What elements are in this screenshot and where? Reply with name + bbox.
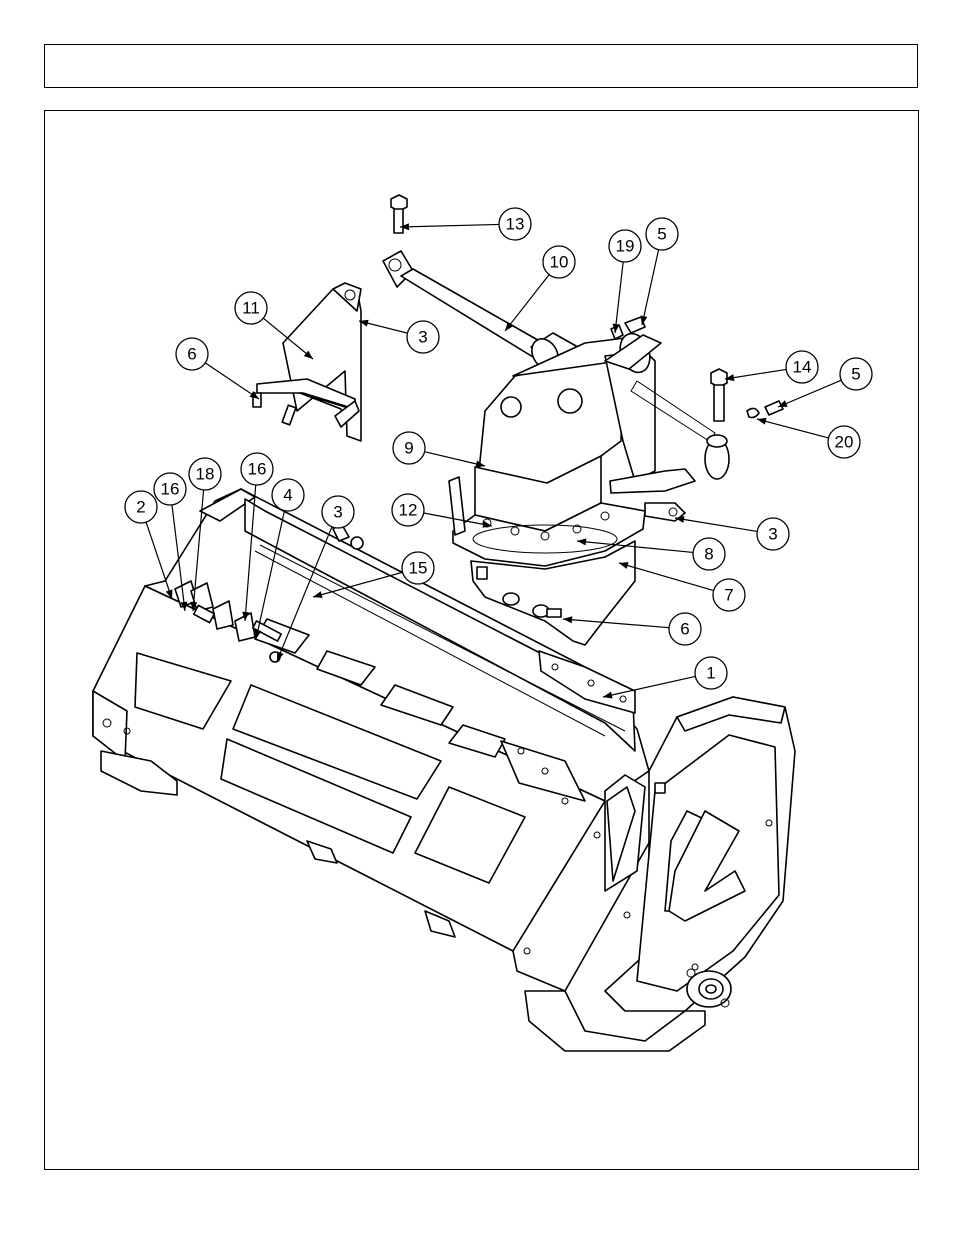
callout-c14: 14 <box>725 351 818 383</box>
callout-number: 11 <box>242 299 260 318</box>
callout-c13: 13 <box>400 208 531 240</box>
callout-c10: 10 <box>505 246 575 331</box>
leader-line <box>400 224 499 227</box>
callout-number: 18 <box>196 465 215 484</box>
callout-number: 19 <box>616 237 635 256</box>
leader-line <box>725 369 786 379</box>
callout-number: 3 <box>418 328 427 347</box>
callout-c9: 9 <box>393 432 485 467</box>
callout-number: 7 <box>724 586 733 605</box>
callout-number: 1 <box>706 664 715 683</box>
mower-deck <box>93 489 795 1051</box>
leader-line <box>675 518 757 531</box>
callout-c3a: 3 <box>359 320 439 353</box>
leader-line <box>425 452 485 466</box>
leader-line <box>778 380 841 407</box>
callout-number: 20 <box>835 433 854 452</box>
leader-line <box>757 419 829 438</box>
leader-arrowhead <box>757 418 767 425</box>
callout-c5a: 5 <box>641 218 678 325</box>
callout-number: 3 <box>768 525 777 544</box>
header-box <box>44 44 918 88</box>
callout-number: 6 <box>680 620 689 639</box>
leader-line <box>615 262 623 333</box>
callout-number: 2 <box>136 498 145 517</box>
callout-c6a: 6 <box>176 338 259 399</box>
leader-line <box>505 275 549 331</box>
callout-c20: 20 <box>757 418 860 458</box>
callout-c7: 7 <box>619 562 745 611</box>
exploded-parts-diagram: 13 19 5 10 11 3 6 14 5 20 9 18 16 16 2 4 3 12 3 15 8 7 6 1 <box>44 110 919 1170</box>
callout-number: 9 <box>404 439 413 458</box>
callout-number: 16 <box>248 460 267 479</box>
support-bracket <box>253 283 361 441</box>
callout-number: 10 <box>550 253 569 272</box>
callout-number: 16 <box>161 480 180 499</box>
callout-number: 5 <box>851 365 860 384</box>
gearbox-housing <box>475 329 729 531</box>
callout-number: 13 <box>506 215 525 234</box>
callout-number: 15 <box>409 559 428 578</box>
callout-number: 8 <box>704 545 713 564</box>
callout-number: 5 <box>657 225 666 244</box>
callout-number: 4 <box>283 486 292 505</box>
leader-line <box>205 363 259 399</box>
leader-line <box>642 250 659 325</box>
callout-number: 3 <box>333 503 342 522</box>
pin-14 <box>711 369 727 421</box>
callout-number: 14 <box>793 358 812 377</box>
callout-number: 6 <box>187 345 196 364</box>
callout-c19: 19 <box>609 230 641 333</box>
callout-c3c: 3 <box>675 516 789 550</box>
callout-number: 12 <box>399 501 418 520</box>
parts-drawing: 13 19 5 10 11 3 6 14 5 20 9 18 16 16 2 4 3 12 3 15 8 7 6 1 <box>45 111 918 1169</box>
